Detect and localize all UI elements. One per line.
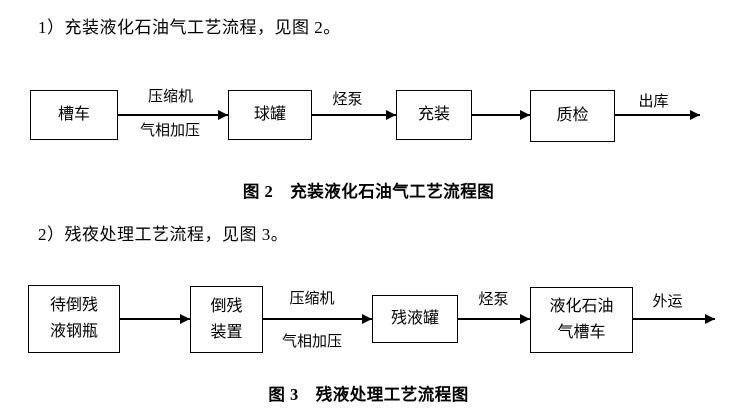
- arrow-residual-tank-to-lpg-tanker: [458, 318, 530, 320]
- arrow-label-hydrocarbon-pump: 烃泵: [332, 92, 363, 108]
- arrow-label-outbound: 出库: [638, 94, 669, 110]
- flow-box-lpg-tanker-truck: 液化石油 气槽车: [530, 287, 633, 353]
- arrow-label-hydrocarbon-pump: 烃泵: [478, 292, 509, 308]
- arrow-label-outbound-transport: 外运: [652, 294, 683, 310]
- flow-box-label: 待倒残 液钢瓶: [49, 297, 98, 340]
- flow-box-residual-liquid-tank: 残液罐: [372, 295, 458, 343]
- flow-box-cylinders-awaiting-drain: 待倒残 液钢瓶: [28, 285, 120, 353]
- arrow-outbound: [615, 114, 700, 116]
- figure3-caption: 图 3 残液处理工艺流程图: [268, 385, 469, 404]
- intro-line-2: 2）残夜处理工艺流程，见图 3。: [38, 225, 289, 244]
- flow-box-tanker-truck: 槽车: [30, 90, 118, 140]
- flow-box-label: 槽车: [57, 106, 90, 124]
- arrow-tanker-to-sphere-tank: [118, 114, 228, 116]
- arrow-cylinders-to-draining-unit: [120, 318, 190, 320]
- flow-box-label: 球罐: [253, 106, 286, 124]
- intro-line-1: 1）充装液化石油气工艺流程，见图 2。: [38, 18, 341, 37]
- arrow-label-gas-phase-pressurize: 气相加压: [139, 123, 200, 139]
- flow-box-label: 充装: [417, 106, 450, 124]
- arrow-outbound-transport: [633, 318, 715, 320]
- figure2-caption: 图 2 充装液化石油气工艺流程图: [242, 182, 495, 201]
- flow-box-label: 倒残 装置: [210, 297, 243, 341]
- flow-box-label: 液化石油 气槽车: [549, 298, 614, 341]
- arrow-sphere-tank-to-filling: [312, 114, 396, 116]
- arrow-label-gas-phase-pressurize: 气相加压: [281, 334, 342, 350]
- flow-box-label: 质检: [556, 107, 589, 125]
- arrow-label-compressor: 压缩机: [147, 89, 193, 105]
- arrow-filling-to-quality-check: [472, 114, 530, 116]
- arrow-label-compressor: 压缩机: [289, 291, 335, 307]
- flow-box-sphere-tank: 球罐: [228, 90, 312, 140]
- flow-box-label: 残液罐: [390, 310, 439, 328]
- flow-box-filling: 充装: [396, 90, 472, 140]
- arrow-draining-unit-to-residual-tank: [263, 318, 372, 320]
- flow-box-quality-check: 质检: [530, 90, 615, 142]
- flow-box-draining-unit: 倒残 装置: [190, 286, 263, 353]
